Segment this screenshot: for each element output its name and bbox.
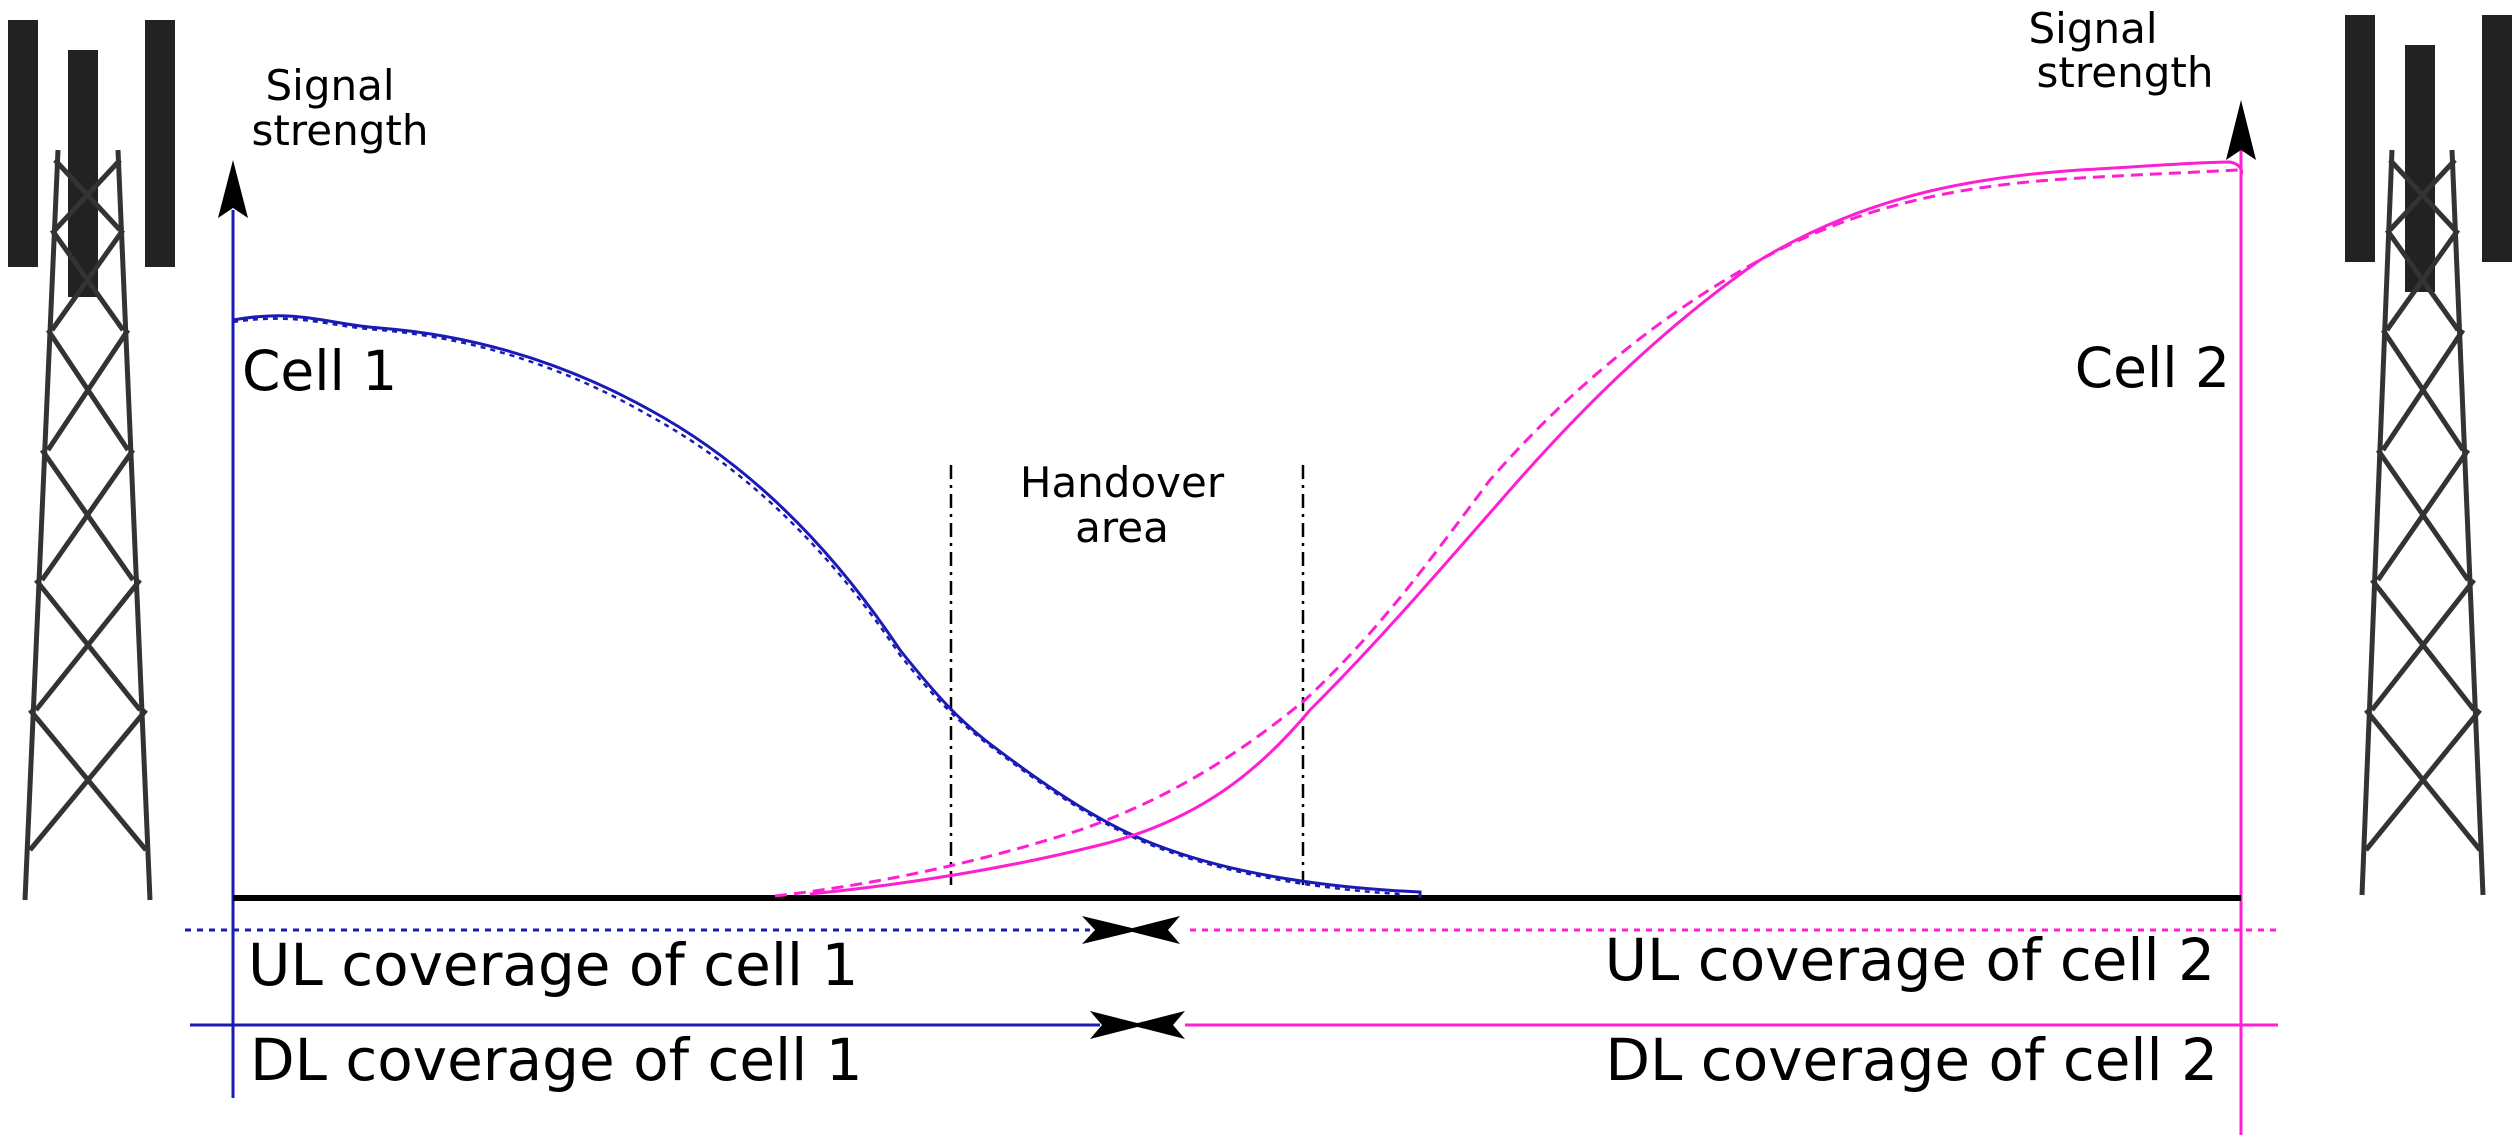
signal-strength-right-label-line2: strength xyxy=(2037,48,2214,97)
ul-coverage-cell2-label: UL coverage of cell 2 xyxy=(1605,926,2215,994)
cell-tower-right-icon xyxy=(2345,15,2512,896)
signal-strength-left-label-line1: Signal xyxy=(265,61,394,110)
dl-coverage-cell2-label: DL coverage of cell 2 xyxy=(1605,1026,2218,1094)
cell1-axis-arrowhead xyxy=(218,160,248,218)
cell2-axis-arrowhead xyxy=(2226,100,2256,160)
cell-tower-left-icon xyxy=(8,20,175,901)
cell2-label: Cell 2 xyxy=(2075,336,2230,400)
dl-coverage-cell1-arrowhead xyxy=(1090,1011,1145,1039)
signal-strength-right-label-line1: Signal xyxy=(2028,4,2157,53)
handover-area-label-line1: Handover xyxy=(1020,458,1225,507)
cell1-label: Cell 1 xyxy=(242,339,397,403)
cell1-signal-curve-dashed xyxy=(232,317,1401,896)
dl-coverage-cell2-arrowhead xyxy=(1130,1011,1185,1039)
cell1-signal-curve-solid xyxy=(232,314,1422,898)
ul-coverage-cell2-arrowhead xyxy=(1125,916,1180,944)
signal-strength-left-label-line2: strength xyxy=(252,106,429,155)
handover-area-label-line2: area xyxy=(1075,503,1169,552)
cell2-signal-curve-dashed xyxy=(774,168,2239,898)
cell2-signal-curve-solid xyxy=(809,160,2244,896)
ul-coverage-cell1-label: UL coverage of cell 1 xyxy=(248,931,858,999)
dl-coverage-cell1-label: DL coverage of cell 1 xyxy=(250,1026,863,1094)
ul-coverage-cell1-arrowhead xyxy=(1082,916,1140,944)
